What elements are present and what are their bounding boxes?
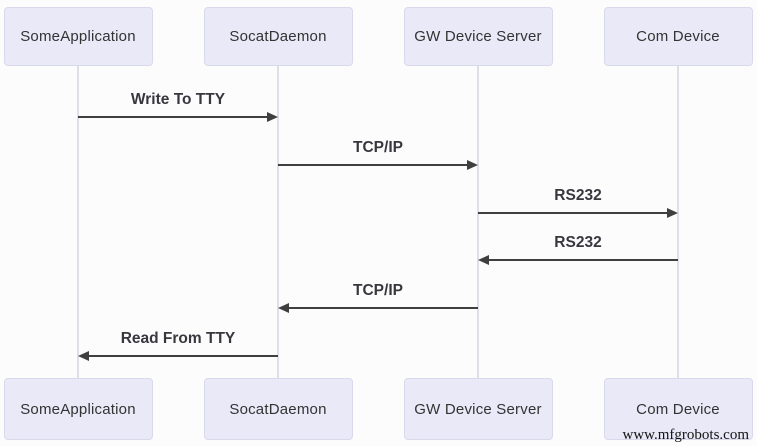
lifeline-socatdaemon — [277, 66, 279, 378]
participant-bottom-socatdaemon: SocatDaemon — [203, 378, 353, 440]
participant-label: SocatDaemon — [229, 400, 327, 418]
message-line — [284, 307, 478, 309]
message-label: TCP/IP — [353, 139, 403, 156]
arrowhead-left-icon — [78, 351, 89, 361]
message-label: TCP/IP — [353, 282, 403, 299]
participant-label: GW Device Server — [414, 400, 542, 418]
watermark: www.mfgrobots.com — [622, 427, 749, 443]
lifeline-com-device — [677, 66, 679, 378]
participant-label: Com Device — [636, 28, 720, 45]
participant-label: SomeApplication — [20, 400, 136, 418]
arrowhead-left-icon — [478, 255, 489, 265]
message-label: RS232 — [554, 187, 602, 204]
participant-top-socatdaemon: SocatDaemon — [203, 7, 353, 66]
message-label: Read From TTY — [120, 330, 236, 347]
message-line — [78, 116, 272, 118]
message-line — [478, 212, 672, 214]
participant-top-someapplication: SomeApplication — [3, 7, 153, 66]
message-line — [484, 259, 678, 261]
lifeline-gw-device-server — [477, 66, 479, 378]
lifeline-someapplication — [77, 66, 79, 378]
message-line — [278, 164, 472, 166]
message-label: RS232 — [554, 234, 602, 251]
message-line — [84, 355, 278, 357]
arrowhead-right-icon — [467, 160, 478, 170]
message-label: Write To TTY — [130, 91, 226, 108]
participant-top-com-device: Com Device — [603, 7, 753, 66]
participant-bottom-someapplication: SomeApplication — [3, 378, 153, 440]
participant-bottom-com-device: Com Device — [603, 378, 753, 440]
participant-label: SomeApplication — [20, 28, 136, 45]
arrowhead-left-icon — [278, 303, 289, 313]
participant-label: GW Device Server — [414, 28, 542, 45]
participant-label: Com Device — [636, 400, 720, 418]
participant-bottom-gw-device-server: GW Device Server — [403, 378, 553, 440]
arrowhead-right-icon — [267, 112, 278, 122]
arrowhead-right-icon — [667, 208, 678, 218]
participant-top-gw-device-server: GW Device Server — [403, 7, 553, 66]
participant-label: SocatDaemon — [229, 28, 327, 45]
